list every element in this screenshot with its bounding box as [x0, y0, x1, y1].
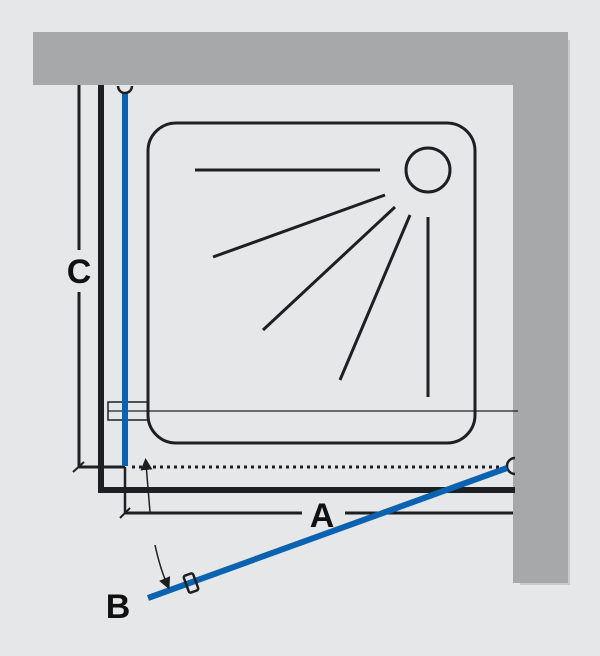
- opening-arrow-icon: [140, 458, 153, 513]
- swing-arrow-icon: [154, 544, 171, 590]
- shower-tray: [146, 121, 477, 445]
- door-hinge-icon: [505, 456, 516, 476]
- swing-door-glass: [146, 465, 509, 601]
- tray-slope-lines: [195, 168, 430, 397]
- hinge-icon: [116, 85, 134, 95]
- drain-icon: [404, 146, 452, 194]
- label-a: A: [310, 497, 335, 535]
- label-c: C: [67, 253, 92, 291]
- frame: [98, 85, 515, 493]
- top-wall: [33, 32, 563, 85]
- label-b: B: [106, 588, 131, 626]
- right-wall: [513, 32, 568, 583]
- door-handle-icon: [182, 572, 200, 594]
